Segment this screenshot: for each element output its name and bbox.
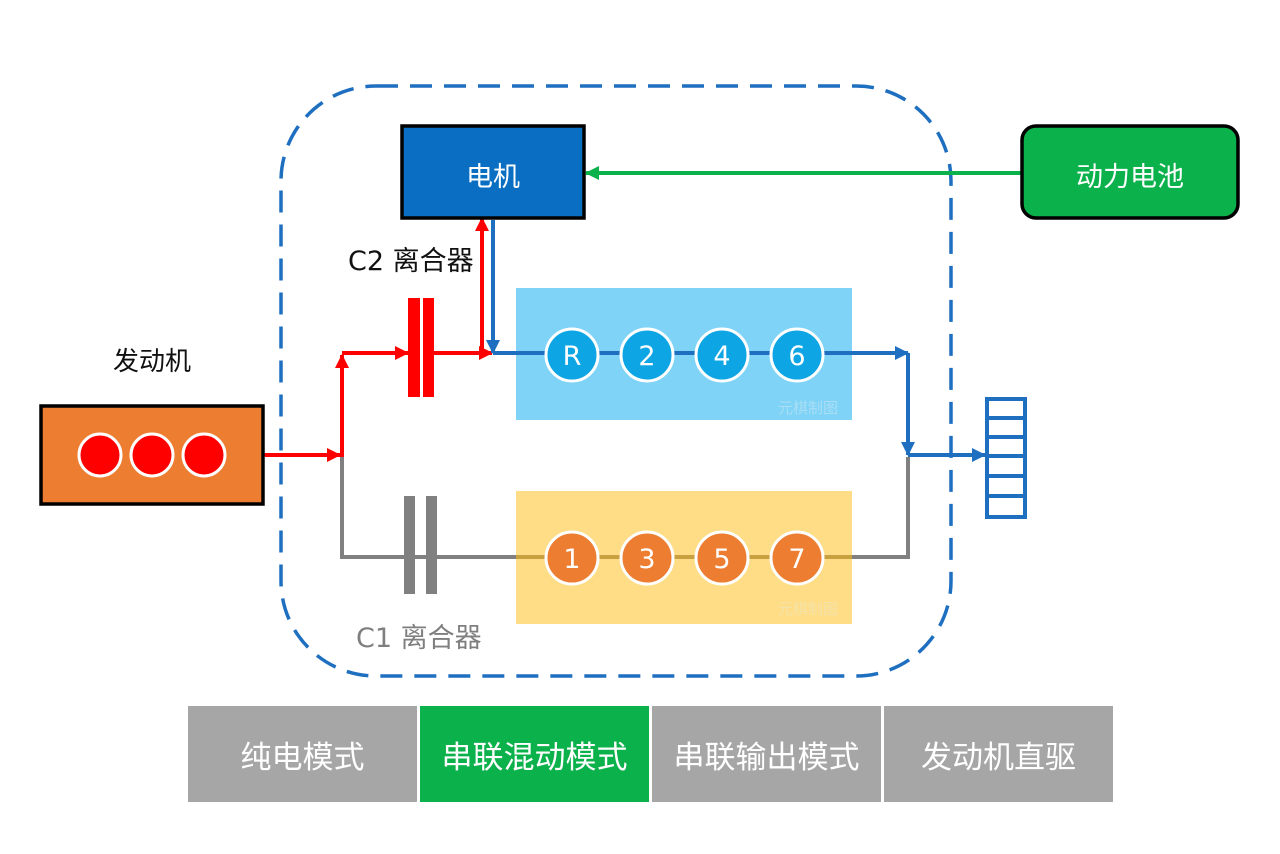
mode-button[interactable]: 纯电模式 xyxy=(188,706,417,802)
gearbox-boundary xyxy=(279,84,953,678)
c1-clutch-plate xyxy=(404,496,415,594)
gear-3 xyxy=(619,530,675,586)
c1-clutch-plate xyxy=(426,496,437,594)
motor-block: 电机 xyxy=(400,124,586,220)
gear-7 xyxy=(769,530,825,586)
even-gears: R 2 4 6 xyxy=(544,327,825,383)
gear-5 xyxy=(694,530,750,586)
gear-label: 4 xyxy=(713,341,730,372)
inactive-c1-path xyxy=(340,455,910,559)
mode-selector: 纯电模式串联混动模式串联输出模式发动机直驱 xyxy=(188,706,1113,802)
mode-button[interactable]: 串联输出模式 xyxy=(652,706,881,802)
gear-1 xyxy=(544,530,600,586)
gear-label: 2 xyxy=(638,341,655,372)
battery-label: 动力电池 xyxy=(1076,162,1184,193)
gear-label: R xyxy=(563,341,582,372)
output-gear-rack xyxy=(985,397,1027,519)
engine-power-flow xyxy=(263,217,493,462)
watermark: 元棋制图 xyxy=(778,600,838,618)
cylinder xyxy=(77,432,123,478)
gear-6 xyxy=(769,327,825,383)
c1-clutch-label: C1 离合器 xyxy=(356,623,482,654)
c2-clutch-plate xyxy=(423,298,434,397)
watermark: 元棋制图 xyxy=(778,399,838,417)
engine-block xyxy=(39,404,265,506)
gear-label: 3 xyxy=(638,544,655,575)
cylinder xyxy=(129,432,175,478)
gear-label: 1 xyxy=(563,544,580,575)
gear-label: 6 xyxy=(788,341,805,372)
c2-clutch-plate xyxy=(408,298,420,397)
c2-clutch-label: C2 离合器 xyxy=(348,246,474,277)
gear-R xyxy=(544,327,600,383)
gear-label: 7 xyxy=(788,544,805,575)
cylinder xyxy=(181,432,227,478)
gear-2 xyxy=(619,327,675,383)
gear-label: 5 xyxy=(713,544,730,575)
motor-label: 电机 xyxy=(466,162,520,193)
mode-button[interactable]: 串联混动模式 xyxy=(420,706,649,802)
battery-block: 动力电池 xyxy=(1020,124,1240,220)
engine-label: 发动机 xyxy=(113,347,191,377)
mode-button[interactable]: 发动机直驱 xyxy=(884,706,1113,802)
odd-gears: 1 3 5 7 xyxy=(544,530,825,586)
gear-4 xyxy=(694,327,750,383)
